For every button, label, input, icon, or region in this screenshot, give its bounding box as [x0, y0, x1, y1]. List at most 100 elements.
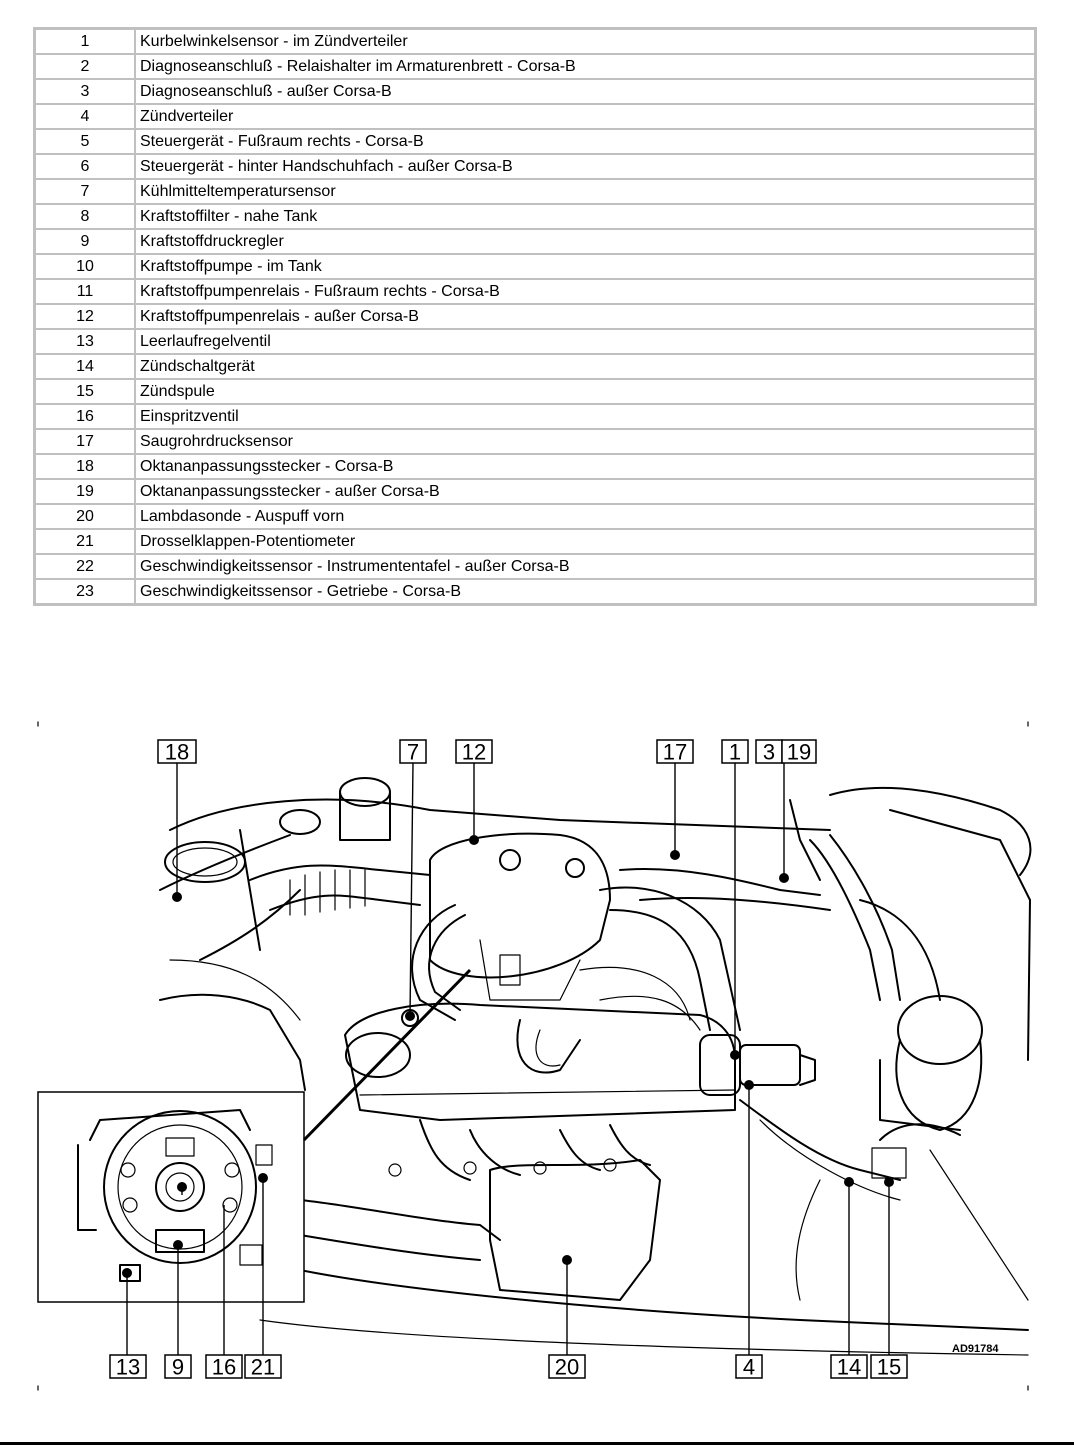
legend-number: 15 — [33, 378, 136, 405]
svg-text:15: 15 — [877, 1355, 901, 1380]
crop-marks — [37, 721, 1029, 1391]
svg-text:9: 9 — [172, 1355, 184, 1380]
legend-number: 4 — [33, 103, 136, 130]
legend-number: 20 — [33, 503, 136, 530]
legend-description: Oktananpassungsstecker - Corsa-B — [134, 453, 1037, 480]
legend-number: 6 — [33, 153, 136, 180]
legend-description: Zündverteiler — [134, 103, 1037, 130]
svg-text:21: 21 — [251, 1355, 275, 1380]
callout-9: 9 — [164, 1354, 192, 1380]
legend-description: Kraftstoffpumpenrelais - Fußraum rechts … — [134, 278, 1037, 305]
drawing-code: AD91784 — [952, 1343, 999, 1355]
legend-number: 12 — [33, 303, 136, 330]
svg-text:13: 13 — [116, 1355, 140, 1380]
legend-description: Kurbelwinkelsensor - im Zündverteiler — [134, 27, 1037, 55]
callout-18: 18 — [157, 739, 197, 765]
legend-number: 16 — [33, 403, 136, 430]
legend-number: 7 — [33, 178, 136, 205]
legend-description: Oktananpassungsstecker - außer Corsa-B — [134, 478, 1037, 505]
legend-number: 21 — [33, 528, 136, 555]
callout-3: 3 — [755, 739, 783, 765]
callout-12: 12 — [455, 739, 493, 765]
legend-description: Steuergerät - Fußraum rechts - Corsa-B — [134, 128, 1037, 155]
svg-text:4: 4 — [743, 1355, 755, 1380]
legend-description: Zündspule — [134, 378, 1037, 405]
svg-text:16: 16 — [212, 1355, 236, 1380]
legend-description: Geschwindigkeitssensor - Instrumententaf… — [134, 553, 1037, 580]
legend-number: 10 — [33, 253, 136, 280]
legend-description: Zündschaltgerät — [134, 353, 1037, 380]
legend-description: Kraftstoffpumpenrelais - außer Corsa-B — [134, 303, 1037, 330]
engine-bay-diagram: 18 7 12 17 1 3 19 13 9 16 21 20 4 14 15 … — [37, 721, 1032, 1391]
callout-19: 19 — [781, 739, 817, 765]
svg-text:3: 3 — [763, 740, 775, 765]
legend-description: Diagnoseanschluß - Relaishalter im Armat… — [134, 53, 1037, 80]
legend-number: 11 — [33, 278, 136, 305]
callout-4: 4 — [735, 1354, 763, 1380]
svg-text:19: 19 — [787, 740, 811, 765]
legend-description: Steuergerät - hinter Handschuhfach - auß… — [134, 153, 1037, 180]
legend-description: Einspritzventil — [134, 403, 1037, 430]
legend-number: 13 — [33, 328, 136, 355]
svg-text:18: 18 — [165, 740, 189, 765]
throttle-body-inset — [37, 1091, 305, 1303]
legend-number: 1 — [33, 27, 136, 55]
bottom-rule — [0, 1442, 1074, 1445]
legend-number: 18 — [33, 453, 136, 480]
callout-15: 15 — [870, 1354, 908, 1380]
svg-text:12: 12 — [462, 740, 486, 765]
legend-description: Kühlmitteltemperatursensor — [134, 178, 1037, 205]
legend-description: Kraftstoffpumpe - im Tank — [134, 253, 1037, 280]
legend-number: 2 — [33, 53, 136, 80]
legend-description: Leerlaufregelventil — [134, 328, 1037, 355]
legend-number: 8 — [33, 203, 136, 230]
legend-number: 22 — [33, 553, 136, 580]
callout-leaders — [122, 762, 894, 1355]
callout-16: 16 — [205, 1354, 243, 1380]
callout-21: 21 — [244, 1354, 282, 1380]
legend-number: 19 — [33, 478, 136, 505]
callout-14: 14 — [830, 1354, 868, 1380]
callout-1: 1 — [721, 739, 749, 765]
callout-7: 7 — [399, 739, 427, 765]
legend-description: Kraftstoffdruckregler — [134, 228, 1037, 255]
legend-number: 9 — [33, 228, 136, 255]
legend-number: 5 — [33, 128, 136, 155]
svg-text:14: 14 — [837, 1355, 861, 1380]
legend-number: 23 — [33, 578, 136, 606]
svg-text:7: 7 — [407, 740, 419, 765]
callout-13: 13 — [109, 1354, 147, 1380]
legend-description: Geschwindigkeitssensor - Getriebe - Cors… — [134, 578, 1037, 606]
callout-20: 20 — [548, 1354, 586, 1380]
engine-line-art — [159, 777, 1032, 1356]
legend-description: Kraftstoffilter - nahe Tank — [134, 203, 1037, 230]
legend-description: Saugrohrdrucksensor — [134, 428, 1037, 455]
legend-number: 14 — [33, 353, 136, 380]
svg-text:17: 17 — [663, 740, 687, 765]
legend-description: Lambdasonde - Auspuff vorn — [134, 503, 1037, 530]
legend-number: 3 — [33, 78, 136, 105]
